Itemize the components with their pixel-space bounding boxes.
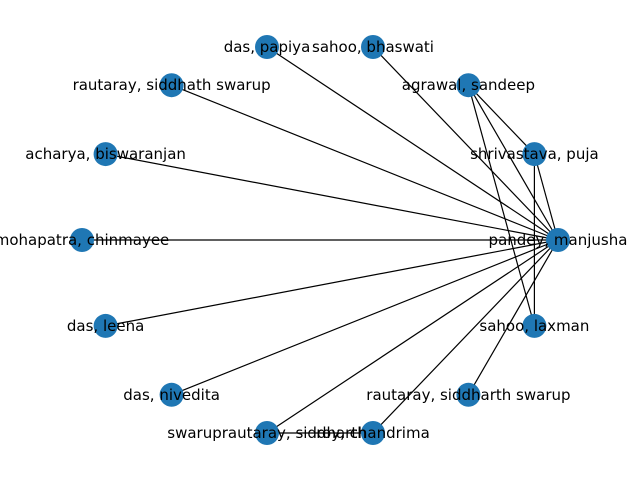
graph-edge: [171, 84, 559, 241]
graph-node: [93, 313, 118, 338]
graph-edge: [105, 239, 559, 327]
graph-edge: [372, 239, 559, 434]
graph-edge: [467, 84, 535, 155]
graph-node: [255, 35, 279, 59]
graph-node: [456, 73, 481, 98]
node-label: rautaray, siddharth swarup: [366, 386, 570, 404]
graph-node: [70, 228, 94, 252]
graph-edge: [171, 239, 559, 396]
edges-layer: [82, 46, 559, 434]
node-label: agrawal, sandeep: [402, 76, 535, 94]
nodes-layer: [70, 35, 570, 445]
labels-layer: pandey, manjusha shrivastava, puja agrawal…: [0, 38, 627, 442]
node-label: swaruprautaray, siddharth: [167, 424, 366, 442]
node-label: mohapatra, chinmayee: [0, 231, 169, 249]
node-label: pandey, manjusha: [489, 231, 628, 249]
graph-node: [546, 228, 570, 252]
graph-node: [255, 421, 279, 445]
graph-edge: [467, 85, 535, 327]
node-label: rautaray, siddhath swarup: [73, 76, 271, 94]
graph-edge: [266, 46, 559, 241]
node-label: das, leena: [67, 317, 144, 335]
graph-edge: [467, 84, 559, 241]
node-label: shrivastava, puja: [470, 145, 599, 163]
graph-edge: [467, 239, 559, 396]
node-label: sahoo, laxman: [479, 317, 589, 335]
graph-edge: [266, 239, 559, 434]
graph-node: [159, 382, 184, 407]
graph-node: [522, 313, 547, 338]
graph-edge: [533, 153, 559, 241]
graph-node: [93, 142, 118, 167]
node-label: das, papiya: [224, 38, 311, 56]
node-label: sahoo, bhaswati: [312, 38, 434, 56]
node-label: roy, chandrima: [316, 424, 430, 442]
node-label: das, nivedita: [123, 386, 220, 404]
graph-node: [456, 382, 481, 407]
graph-node: [361, 35, 385, 59]
graph-node: [522, 142, 547, 167]
graph-node: [361, 421, 385, 445]
graph-edge: [105, 153, 559, 241]
node-label: acharya, biswaranjan: [25, 145, 186, 163]
graph-node: [159, 73, 184, 98]
graph-edge: [372, 46, 559, 241]
